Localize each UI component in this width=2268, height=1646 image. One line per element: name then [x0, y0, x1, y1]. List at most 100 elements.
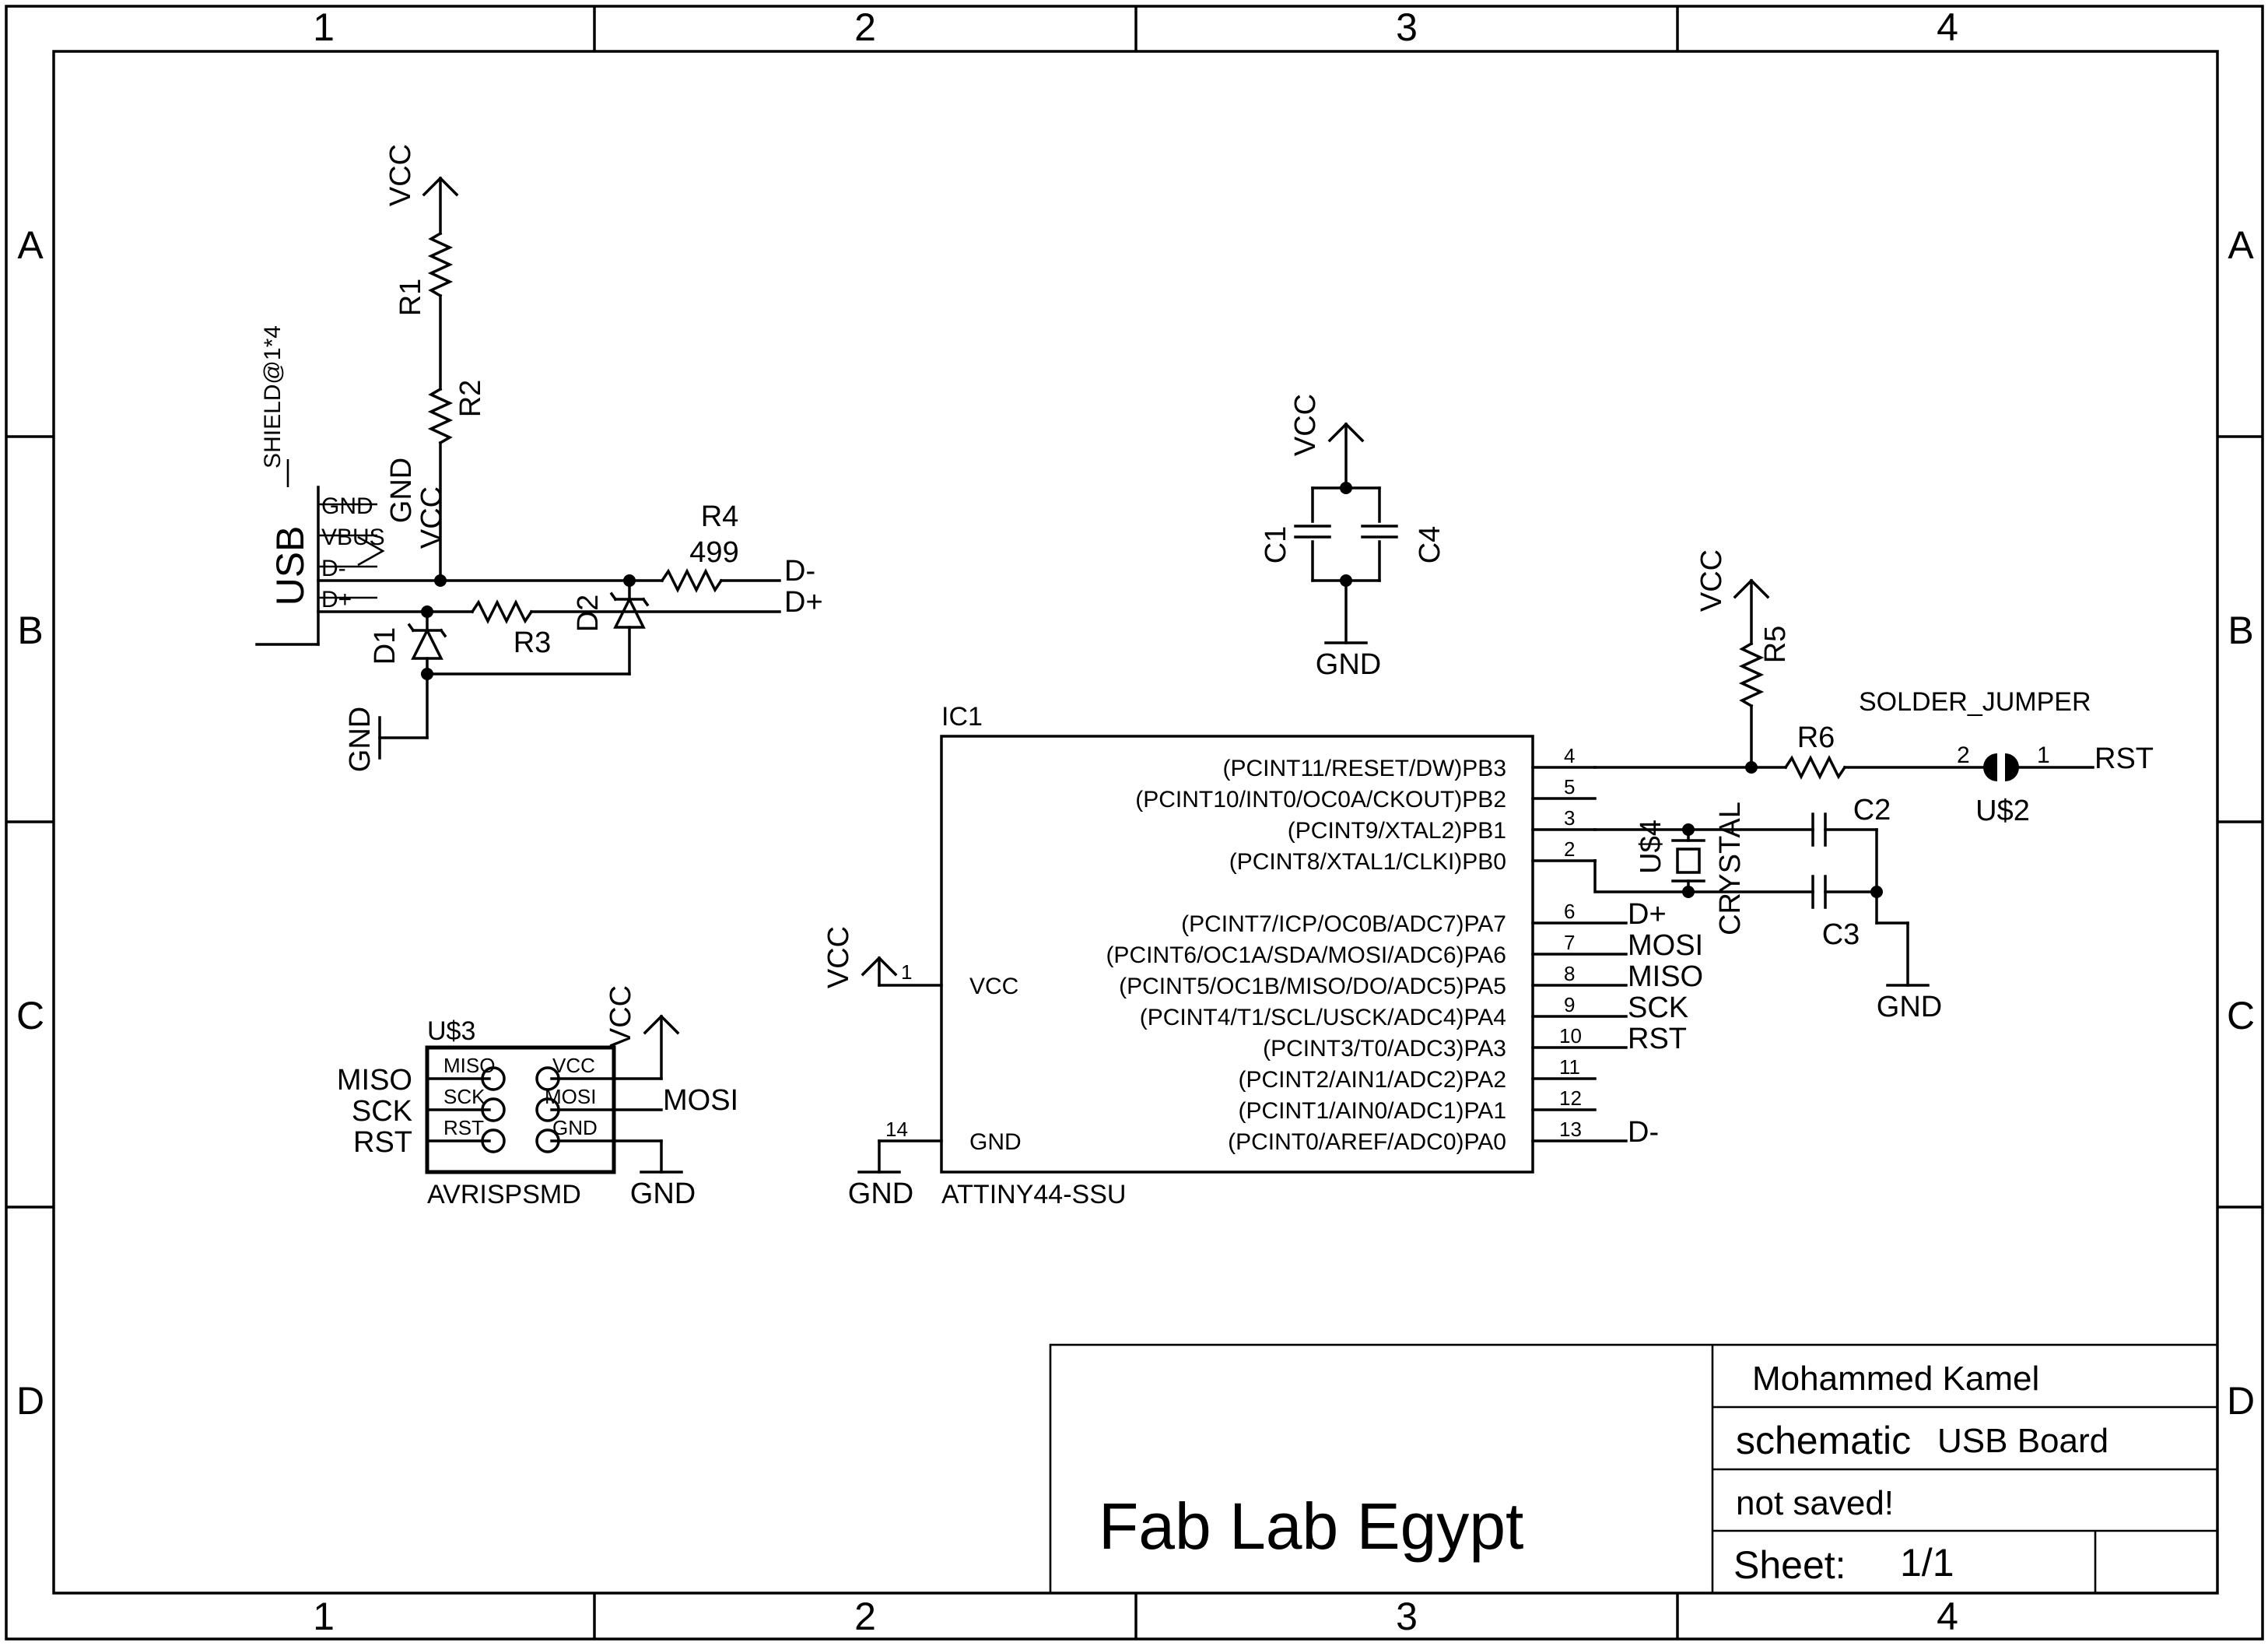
r5-vcc-label: VCC: [1695, 549, 1728, 612]
u3-pin-mosi: MOSI: [545, 1085, 596, 1108]
u3-net-rst: RST: [353, 1126, 412, 1159]
r1-r2-chain: [422, 176, 459, 587]
caps-vcc-label: VCC: [1289, 394, 1322, 456]
u2-pin1: 1: [2037, 742, 2050, 768]
row-label-a-left: A: [17, 223, 44, 267]
usb-vcc-net-label: VCC: [415, 486, 448, 549]
ic1-pin-number-2: 2: [1564, 837, 1575, 861]
ic1-pin-number-8: 8: [1564, 962, 1575, 985]
ic1-vcc-pin-label: VCC: [969, 974, 1018, 999]
usb-label: USB: [268, 526, 312, 606]
ic1-net-rst: RST: [1628, 1023, 1687, 1055]
c1-label: C1: [1260, 526, 1292, 564]
ic1-pin-pb0: (PCINT8/XTAL1/CLKI)PB0: [1229, 849, 1506, 875]
c2-label: C2: [1853, 794, 1891, 827]
isp-header-u3: [425, 1014, 683, 1174]
ic1-gnd-pin-label: GND: [969, 1129, 1022, 1155]
ic1-gnd-net-label: GND: [848, 1177, 913, 1210]
column-label-4-bottom: 4: [1937, 1595, 1958, 1638]
ic1-pin-pa2: (PCINT2/AIN1/ADC2)PA2: [1238, 1067, 1506, 1093]
ic1-name: IC1: [941, 702, 983, 732]
usb-shield-label: SHIELD@1*4: [260, 325, 286, 469]
r5-label: R5: [1759, 626, 1792, 664]
row-label-b-left: B: [17, 609, 43, 652]
r4-value: 499: [689, 536, 738, 569]
u3-value: AVRISPSMD: [427, 1180, 581, 1209]
usb-pin-dplus: D+: [321, 587, 352, 612]
ic1-pin-pb3: (PCINT11/RESET/DW)PB3: [1223, 756, 1507, 781]
row-label-d-left: D: [16, 1379, 44, 1423]
ic1-pin-number-9: 9: [1564, 993, 1575, 1016]
diode-gnd-symbol: [378, 672, 429, 760]
r2-label: R2: [454, 380, 487, 418]
u4-label: U$4: [1635, 819, 1667, 874]
ic1-pin-number-11: 11: [1559, 1055, 1580, 1079]
ic1-pin-pa0: (PCINT0/AREF/ADC0)PA0: [1228, 1129, 1506, 1155]
ic1-pin-number-3: 3: [1564, 806, 1575, 830]
ic1-net-dminus: D-: [1628, 1116, 1659, 1149]
ic1-net-miso: MISO: [1628, 960, 1703, 993]
usb-pin-dminus: D-: [321, 556, 346, 581]
dplus-net-label: D+: [784, 586, 823, 619]
c4-label: C4: [1414, 526, 1446, 564]
u3-pin-rst: RST: [443, 1116, 484, 1139]
r6-label: R6: [1797, 721, 1835, 754]
ic1-pin-number-7: 7: [1564, 931, 1575, 954]
r3-label: R3: [514, 626, 552, 659]
ic1-pin-number-6: 6: [1564, 900, 1575, 923]
title-save-state: not saved!: [1736, 1484, 1894, 1522]
u2-value: SOLDER_JUMPER: [1859, 687, 2091, 717]
ic1-net-dplus: D+: [1628, 898, 1667, 931]
u3-label: U$3: [427, 1016, 475, 1046]
u3-net-mosi: MOSI: [663, 1084, 738, 1117]
dminus-trace: [317, 568, 781, 593]
decoupling-capacitors: [1294, 422, 1398, 644]
ic1-pin-number-12: 12: [1559, 1086, 1582, 1110]
d1-label: D1: [369, 627, 401, 665]
column-label-1-bottom: 1: [313, 1595, 335, 1638]
title-block: [1049, 1343, 2219, 1595]
ic1-pin-pa7: (PCINT7/ICP/OC0B/ADC7)PA7: [1181, 911, 1506, 937]
d2-zener-diode: [426, 579, 650, 676]
column-label-2-top: 2: [854, 5, 876, 49]
title-author: Mohammed Kamel: [1752, 1360, 2039, 1398]
ic1-pin-pa5: (PCINT5/OC1B/MISO/DO/ADC5)PA5: [1119, 974, 1506, 999]
title-organization: Fab Lab Egypt: [1099, 1490, 1523, 1563]
ic1-body: [857, 735, 1628, 1174]
ic1-pin-pa4: (PCINT4/T1/SCL/USCK/ADC4)PA4: [1140, 1005, 1506, 1030]
ic1-pin-number-13: 13: [1559, 1118, 1582, 1141]
ic1-pin-number-4: 4: [1564, 744, 1575, 767]
title-sheet-value: 1/1: [1900, 1541, 1954, 1585]
ic1-pin-pa1: (PCINT1/AIN0/ADC1)PA1: [1238, 1098, 1506, 1124]
ic1-pin-number-5: 5: [1564, 775, 1575, 798]
ic1-net-sck: SCK: [1628, 991, 1688, 1024]
title-sheet-label: Sheet:: [1733, 1543, 1846, 1587]
u2-pin2: 2: [1957, 742, 1970, 768]
u3-net-sck: SCK: [352, 1095, 412, 1128]
ic1-gnd-pin-number: 14: [885, 1118, 908, 1141]
column-label-2-bottom: 2: [854, 1595, 876, 1638]
usb-connector-symbol: [255, 459, 385, 646]
row-label-c-left: C: [16, 994, 44, 1037]
column-label-3-top: 3: [1396, 5, 1418, 49]
column-label-3-bottom: 3: [1396, 1595, 1418, 1638]
ic1-vcc-pin-number: 1: [901, 960, 912, 984]
dplus-trace: [317, 599, 781, 624]
diode-gnd-label: GND: [344, 707, 377, 772]
c3-label: C3: [1822, 918, 1860, 951]
crystal-oscillator: [1593, 812, 1930, 987]
r1-label: R1: [394, 279, 427, 317]
row-label-c-right: C: [2227, 994, 2255, 1037]
u3-net-gnd: GND: [630, 1177, 696, 1210]
column-label-4-top: 4: [1937, 5, 1958, 49]
u3-net-miso: MISO: [337, 1064, 412, 1097]
u4-value: CRYSTAL: [1714, 802, 1747, 935]
column-label-1-top: 1: [313, 5, 335, 49]
ic1-pin-pa3: (PCINT3/T0/ADC3)PA3: [1263, 1036, 1506, 1062]
u3-pin-sck: SCK: [443, 1085, 485, 1108]
ic1-net-mosi: MOSI: [1628, 929, 1703, 962]
ic1-pin-number-10: 10: [1559, 1024, 1582, 1048]
crystal-gnd-label: GND: [1877, 991, 1942, 1023]
title-board-name: USB Board: [1937, 1422, 2109, 1460]
u2-label: U$2: [1975, 795, 2030, 827]
